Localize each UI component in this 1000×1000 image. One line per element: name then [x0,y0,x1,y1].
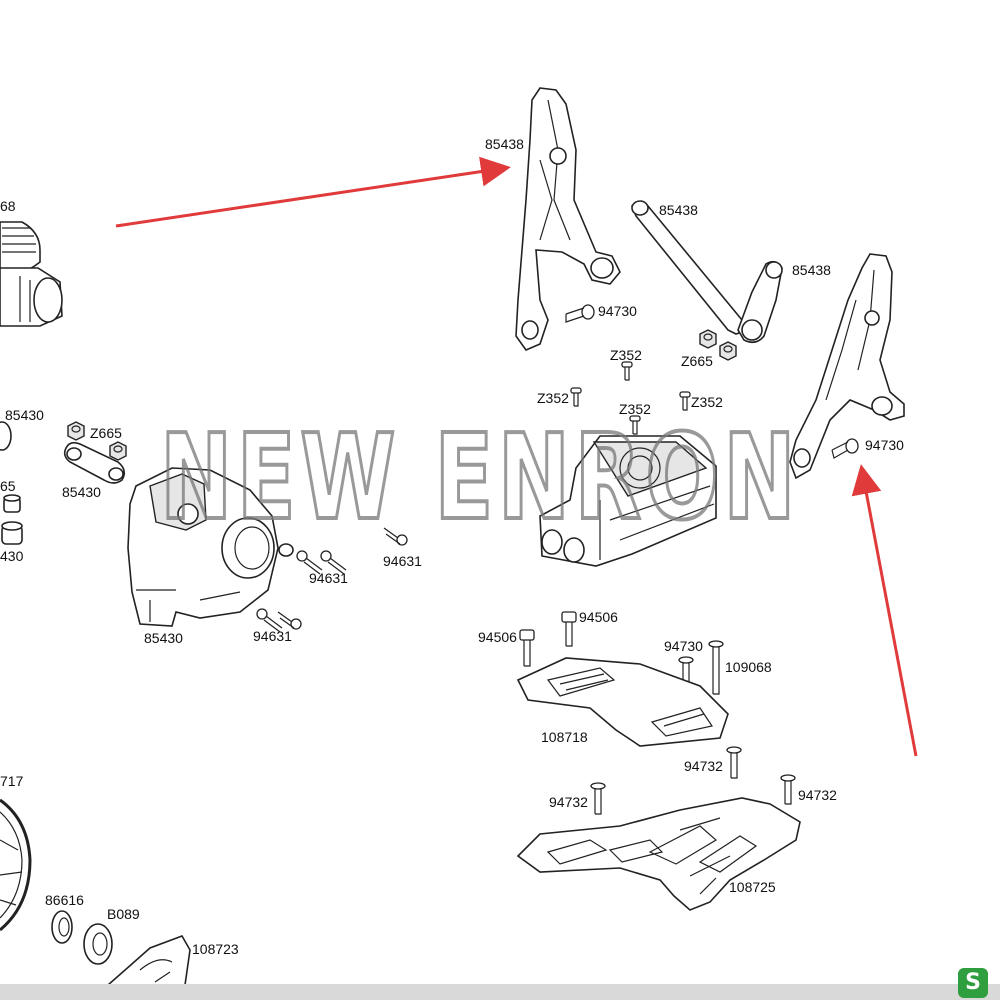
screw-z352-left [570,387,582,407]
label-z352-center: Z352 [619,401,651,417]
nut-z665-a [67,421,85,441]
label-chassis-108725: 108725 [729,879,776,895]
arrow-to-screw-94730 [851,464,918,757]
wheel-partial [0,798,32,932]
screw-94631-b [320,550,347,575]
label-z665-right: Z665 [681,353,713,369]
link-85430 [63,441,126,484]
upper-arm-85438-right [789,253,905,480]
screw-94732-a [726,746,742,779]
screw-94631-e [277,611,302,630]
screw-94732-c [780,774,796,805]
label-z352-top: Z352 [610,347,642,363]
bottom-bar [0,984,1000,1000]
arrow-to-upper-arm [115,156,511,228]
label-screw-94732-a: 94732 [684,758,723,774]
label-plate-108718: 108718 [541,729,588,745]
link-rod-85438 [631,200,783,344]
screw-z352-center [629,415,641,435]
label-arm-right: 85438 [792,262,831,278]
screw-94631-c [383,527,408,546]
screw-94631-d [256,608,283,633]
part-labels: 68 85430 65 430 717 85438 85438 85438 94… [0,136,904,957]
label-link-85430-left: 85430 [62,484,101,500]
nut-z665-b [109,441,127,461]
screw-94506-a [519,629,535,667]
gearbox-housing-85430 [127,467,294,627]
screw-z352-top [621,361,633,381]
label-gearbox-85430: 85430 [144,630,183,646]
label-screw-94732-c: 94732 [798,787,837,803]
label-bearing-b089: B089 [107,906,140,922]
site-logo-badge: S [958,968,988,998]
label-z352-left: Z352 [537,390,569,406]
motor-mount-assembly [539,435,717,567]
label-clip-430: 430 [0,548,24,564]
label-screw-94631-b: 94631 [383,553,422,569]
label-clip-65: 65 [0,478,16,494]
label-screw-94730-plate: 94730 [664,638,703,654]
label-screw-94506-a: 94506 [478,629,517,645]
nut-z665-c [699,329,717,349]
label-bearing-86616: 86616 [45,892,84,908]
label-clip-717: 717 [0,773,24,789]
label-link-middle: 85438 [659,202,698,218]
screw-94730-left [565,304,595,323]
bearing-b089 [83,923,113,965]
screw-94631-a [296,550,323,575]
screw-109068 [708,640,724,695]
screw-94506-b [561,611,577,647]
left-partial-parts [0,421,23,545]
label-screw-94730-right: 94730 [865,437,904,453]
label-screw-94506-b: 94506 [579,609,618,625]
plate-108718 [516,657,729,747]
label-screw-109068: 109068 [725,659,772,675]
label-clip-85430: 85430 [5,407,44,423]
label-upper-arm-left: 85438 [485,136,524,152]
screw-z352-right [679,391,691,411]
label-z665-left: Z665 [90,425,122,441]
label-screw-94730-left: 94730 [598,303,637,319]
label-screw-94732-b: 94732 [549,794,588,810]
label-screw-94631-c: 94631 [253,628,292,644]
screw-94732-b [590,782,606,815]
nut-z665-d [719,341,737,361]
watermark-text: NEW ENRON [160,408,800,546]
bracket-108723 [105,935,191,986]
chassis-plate-108725 [516,797,801,911]
label-clip-68: 68 [0,198,16,214]
differential-gear-partial [0,221,63,327]
label-screw-94631-a: 94631 [309,570,348,586]
screw-94730-right [831,438,859,459]
bearing-86616 [51,910,73,944]
label-z352-right: Z352 [691,394,723,410]
upper-arm-85438-left [515,87,621,351]
label-bracket-108723: 108723 [192,941,239,957]
highlight-arrows [115,156,918,757]
